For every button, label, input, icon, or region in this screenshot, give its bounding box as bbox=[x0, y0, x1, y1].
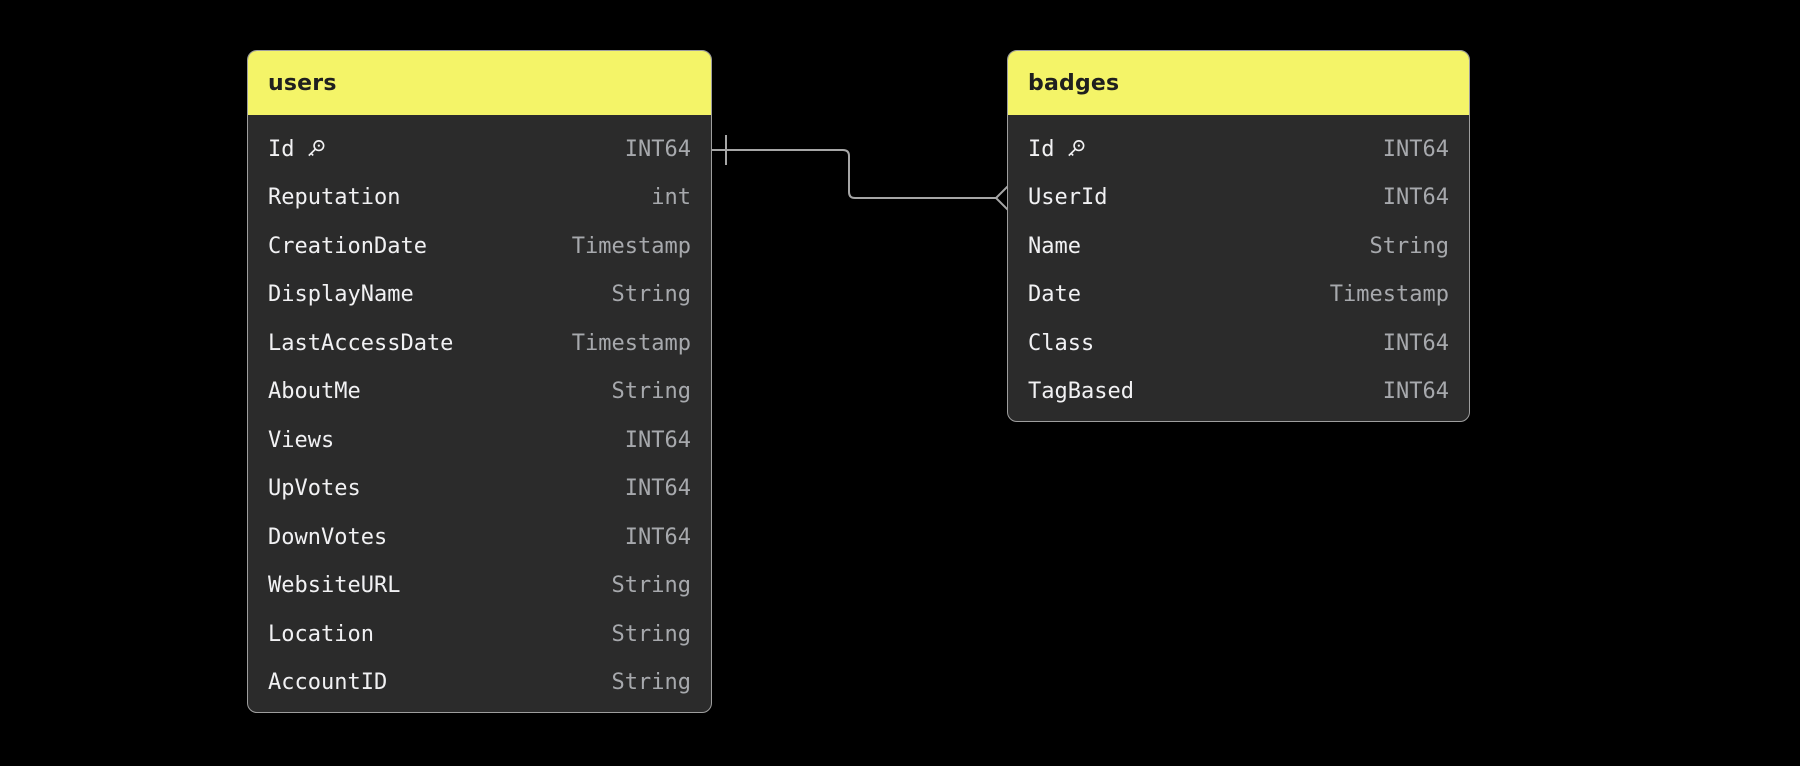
field-type: INT64 bbox=[624, 476, 691, 502]
field-name: DownVotes bbox=[268, 525, 387, 550]
field-row[interactable]: Date Timestamp bbox=[1008, 271, 1469, 320]
field-type: String bbox=[611, 670, 691, 696]
field-name-label: DisplayName bbox=[268, 282, 414, 308]
field-name-label: Reputation bbox=[268, 185, 401, 211]
field-name: Reputation bbox=[268, 185, 400, 210]
field-type: INT64 bbox=[1382, 379, 1449, 405]
field-type: Timestamp bbox=[571, 233, 691, 259]
field-row[interactable]: LastAccessDate Timestamp bbox=[248, 319, 711, 368]
field-type: INT64 bbox=[624, 524, 691, 550]
field-type: Timestamp bbox=[571, 330, 691, 356]
field-name-label: Date bbox=[1028, 282, 1081, 308]
field-type: Timestamp bbox=[1329, 282, 1449, 308]
field-row[interactable]: Id INT64 bbox=[1008, 125, 1469, 174]
field-name: DisplayName bbox=[268, 282, 414, 307]
table-field-list: Id INT64 UserId INT64 Name String Date T… bbox=[1008, 115, 1469, 421]
field-type: INT64 bbox=[1382, 185, 1449, 211]
field-name-label: CreationDate bbox=[268, 233, 427, 259]
field-name: Date bbox=[1028, 282, 1081, 307]
field-name-label: TagBased bbox=[1028, 379, 1134, 405]
field-type: INT64 bbox=[624, 136, 691, 162]
field-name-label: DownVotes bbox=[268, 524, 388, 550]
field-name: AccountID bbox=[268, 670, 387, 695]
table-header[interactable]: badges bbox=[1008, 51, 1469, 115]
field-type: String bbox=[1369, 233, 1449, 259]
table-title: users bbox=[268, 70, 337, 96]
field-row[interactable]: Reputation int bbox=[248, 174, 711, 223]
field-type: INT64 bbox=[624, 427, 691, 453]
field-name-label: LastAccessDate bbox=[268, 330, 454, 356]
field-name: UserId bbox=[1028, 185, 1107, 210]
table-badges[interactable]: badges Id INT64 UserId INT64 Name String… bbox=[1007, 50, 1470, 422]
field-row[interactable]: TagBased INT64 bbox=[1008, 368, 1469, 417]
field-name-label: UserId bbox=[1028, 185, 1108, 211]
field-name-label: WebsiteURL bbox=[268, 573, 401, 599]
field-name: CreationDate bbox=[268, 234, 427, 259]
field-row[interactable]: UserId INT64 bbox=[1008, 174, 1469, 223]
field-name-label: Views bbox=[268, 427, 335, 453]
field-row[interactable]: UpVotes INT64 bbox=[248, 465, 711, 514]
field-type: int bbox=[651, 185, 691, 211]
field-row[interactable]: DisplayName String bbox=[248, 271, 711, 320]
field-type: String bbox=[611, 282, 691, 308]
field-name-label: Name bbox=[1028, 233, 1081, 259]
field-type: INT64 bbox=[1382, 330, 1449, 356]
field-name: Views bbox=[268, 428, 334, 453]
field-name: WebsiteURL bbox=[268, 573, 400, 598]
field-name: TagBased bbox=[1028, 379, 1134, 404]
field-row[interactable]: AboutMe String bbox=[248, 368, 711, 417]
field-name: Id bbox=[1028, 137, 1087, 162]
field-name: Name bbox=[1028, 234, 1081, 259]
field-row[interactable]: Id INT64 bbox=[248, 125, 711, 174]
field-type: String bbox=[611, 379, 691, 405]
field-row[interactable]: CreationDate Timestamp bbox=[248, 222, 711, 271]
field-name: Location bbox=[268, 622, 374, 647]
field-name-label: AboutMe bbox=[268, 379, 361, 405]
field-row[interactable]: AccountID String bbox=[248, 659, 711, 708]
table-header[interactable]: users bbox=[248, 51, 711, 115]
primary-key-icon bbox=[1067, 139, 1084, 156]
field-type: String bbox=[611, 573, 691, 599]
field-row[interactable]: DownVotes INT64 bbox=[248, 513, 711, 562]
primary-key-icon bbox=[307, 139, 324, 156]
field-row[interactable]: Location String bbox=[248, 610, 711, 659]
field-name: Id bbox=[268, 137, 327, 162]
field-name-label: Class bbox=[1028, 330, 1095, 356]
field-name-label: Id bbox=[1028, 136, 1055, 162]
field-row[interactable]: Views INT64 bbox=[248, 416, 711, 465]
table-title: badges bbox=[1028, 70, 1120, 96]
field-name: AboutMe bbox=[268, 379, 361, 404]
field-name: UpVotes bbox=[268, 476, 361, 501]
field-name-label: Id bbox=[268, 136, 295, 162]
field-type: INT64 bbox=[1382, 136, 1449, 162]
field-name-label: AccountID bbox=[268, 670, 388, 696]
field-row[interactable]: Class INT64 bbox=[1008, 319, 1469, 368]
field-row[interactable]: WebsiteURL String bbox=[248, 562, 711, 611]
field-name-label: Location bbox=[268, 621, 374, 647]
field-name: LastAccessDate bbox=[268, 331, 453, 356]
field-type: String bbox=[611, 621, 691, 647]
table-field-list: Id INT64 Reputation int CreationDate Tim… bbox=[248, 115, 711, 712]
field-name: Class bbox=[1028, 331, 1094, 356]
relationship-wire bbox=[711, 149, 997, 199]
field-name-label: UpVotes bbox=[268, 476, 361, 502]
field-row[interactable]: Name String bbox=[1008, 222, 1469, 271]
table-users[interactable]: users Id INT64 Reputation int CreationDa… bbox=[247, 50, 712, 713]
